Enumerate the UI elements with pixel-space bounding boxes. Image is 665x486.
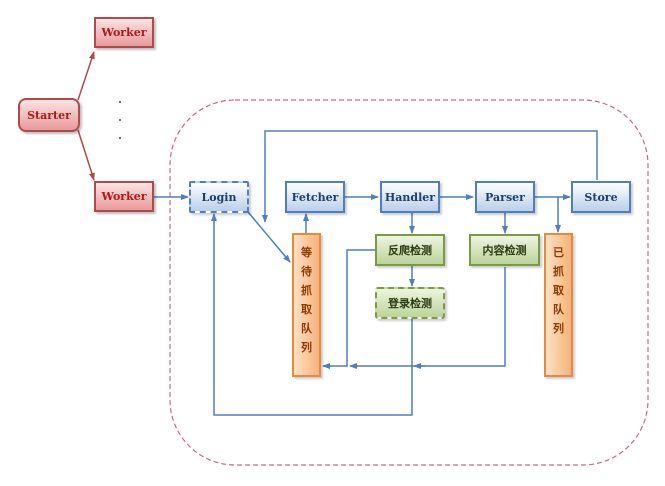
queue-char: 列 [553, 322, 564, 335]
login-check-label: 登录检测 [388, 297, 432, 310]
queue-char: 抓 [301, 284, 312, 297]
queue-char: 取 [553, 284, 564, 297]
edge-starter-worker-bottom [77, 129, 95, 181]
fetcher-label: Fetcher [291, 190, 339, 204]
edge-contentcheck-queue [349, 267, 506, 369]
store-label: Store [584, 190, 618, 204]
handler-label: Handler [384, 190, 436, 204]
queue-char: 等 [301, 246, 312, 259]
pending-queue-node: 等 待 抓 取 队 列 [292, 233, 321, 377]
edge-store-queue-loop [262, 130, 598, 223]
queue-char: 列 [301, 341, 312, 354]
ellipsis-dot [119, 119, 121, 121]
store-node: Store [571, 181, 631, 213]
worker-label: Worker [101, 190, 147, 203]
queue-char: 待 [301, 265, 312, 278]
queue-char: 队 [301, 322, 312, 335]
handler-node: Handler [380, 181, 440, 213]
login-check-node: 登录检测 [375, 287, 445, 319]
fetched-queue-node: 已 抓 取 队 列 [544, 233, 573, 377]
worker-node-bottom: Worker [94, 181, 154, 212]
starter-node: Starter [18, 98, 80, 132]
ellipsis-dot [119, 101, 121, 103]
content-check-node: 内容检测 [469, 234, 540, 266]
anti-crawl-check-node: 反爬检测 [375, 234, 445, 266]
queue-char: 已 [553, 246, 564, 259]
edge-login-queue [247, 211, 291, 263]
login-label: Login [201, 190, 237, 204]
worker-label: Worker [101, 26, 147, 39]
queue-char: 队 [553, 303, 564, 316]
ellipsis-dot [119, 137, 121, 139]
edge-starter-worker-top [77, 51, 95, 101]
fetcher-node: Fetcher [285, 181, 345, 213]
login-node: Login [189, 181, 249, 213]
content-check-label: 内容检测 [482, 244, 527, 257]
edge-logincheck-login [211, 213, 413, 416]
worker-node-top: Worker [94, 17, 154, 48]
parser-label: Parser [485, 190, 525, 204]
edge-anticrawl-queue [322, 249, 375, 369]
queue-char: 取 [301, 303, 312, 316]
worker-boundary [169, 99, 649, 466]
starter-label: Starter [27, 108, 71, 122]
anti-crawl-check-label: 反爬检测 [388, 244, 432, 257]
queue-char: 抓 [553, 265, 564, 278]
parser-node: Parser [475, 181, 535, 213]
